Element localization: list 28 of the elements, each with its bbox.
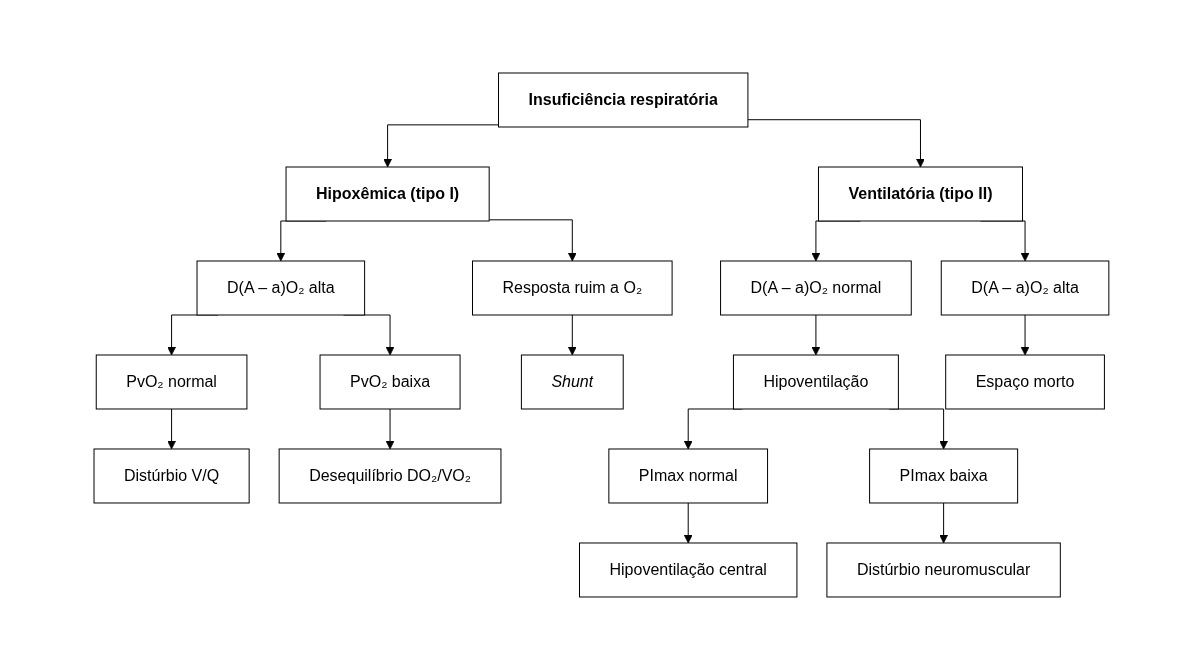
node-box: Resposta ruim a O₂ <box>471 260 673 315</box>
arrow <box>488 218 577 261</box>
node-box: D(A – a)O₂ alta <box>940 260 1109 315</box>
arrow <box>938 502 948 543</box>
node-box: Distúrbio neuromuscular <box>826 542 1061 597</box>
arrow <box>1020 314 1029 355</box>
node-box: D(A – a)O₂ normal <box>719 260 912 315</box>
node-box: Hipoventilação central <box>578 542 797 597</box>
node-box: Espaço morto <box>944 354 1105 409</box>
node-box: Insuficiência respiratória <box>497 72 748 127</box>
arrow <box>811 314 820 355</box>
node-box: PImax baixa <box>868 448 1018 503</box>
node-box: Distúrbio V/Q <box>93 448 250 503</box>
arrow <box>747 118 925 167</box>
arrow <box>385 408 394 449</box>
node-box: PImax normal <box>607 448 768 503</box>
arrow <box>166 408 176 449</box>
node-box: D(A – a)O₂ alta <box>196 260 365 315</box>
node-box: Desequilíbrio DO₂/VO₂ <box>278 448 501 503</box>
node-box: Hipoventilação <box>732 354 899 409</box>
node-box: Ventilatória (tipo II) <box>817 166 1023 221</box>
node-box: PvO₂ normal <box>95 354 247 409</box>
node-box: PvO₂ baixa <box>319 354 461 409</box>
arrow <box>567 314 577 355</box>
node-box: Hipoxêmica (tipo I) <box>285 166 490 221</box>
arrow <box>683 502 693 543</box>
arrow <box>382 123 499 167</box>
node-box: Shunt <box>520 354 624 409</box>
